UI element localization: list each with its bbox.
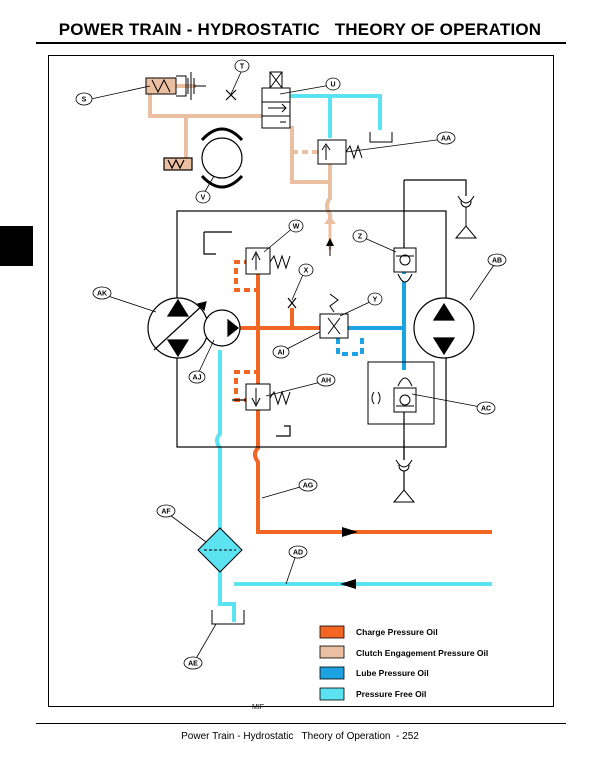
svg-text:AD: AD [293,550,303,557]
page-footer: Power Train - Hydrostatic Theory of Oper… [181,731,419,742]
callout-ae: AE [183,656,203,670]
svg-text:U: U [330,82,335,89]
filter-af [197,527,243,573]
reservoir-ae [211,610,245,625]
callout-ag: AG [298,478,318,492]
callout-u: U [325,77,341,91]
reservoir-aa [369,132,393,143]
check-valve-top-right [454,195,478,239]
callout-ai: AI [272,345,290,359]
callout-ab: AB [487,253,507,267]
svg-text:W: W [293,224,300,231]
svg-text:AB: AB [492,258,502,265]
callout-ah: AH [316,373,336,387]
hydrostatic-motor [413,297,475,359]
svg-text:AC: AC [481,406,491,413]
clutch-engagement-lines [148,84,332,220]
callout-w: W [288,219,304,233]
svg-text:X: X [304,268,309,275]
svg-text:AI: AI [278,350,285,357]
svg-text:S: S [82,97,87,104]
legend: Charge Pressure Oil Clutch Engagement Pr… [319,625,488,701]
callout-ac: AC [476,401,496,415]
svg-text:Z: Z [358,234,363,241]
clutch-cylinder [145,72,206,100]
ac-valve-enclosure [367,361,435,425]
charge-pump [203,309,241,347]
svg-text:AK: AK [97,291,107,298]
svg-text:AG: AG [303,483,314,490]
legend-label-lube: Lube Pressure Oil [356,668,429,678]
callout-x: X [298,263,314,277]
relief-valve-aa [317,139,363,165]
solenoid-valve [261,71,291,129]
callout-aa: AA [436,131,456,145]
lube-pressure-lines [346,272,406,370]
orifice-x [287,297,297,309]
callout-af: AF [156,504,176,518]
clutch-brake [163,127,244,189]
page-title: POWER TRAIN - HYDROSTATIC THEORY OF OPER… [58,20,542,39]
check-valve-bottom-right [392,459,416,503]
diagram-frame [48,55,554,707]
lube-dashed-pilot [336,336,364,356]
legend-label-clutch: Clutch Engagement Pressure Oil [356,648,488,658]
svg-text:V: V [201,195,206,202]
orifice-t [225,89,237,101]
callout-y: Y [367,292,383,306]
svg-text:T: T [240,64,245,71]
footer-rule [36,723,566,724]
variable-pump [147,297,209,359]
callout-v: V [195,190,211,204]
callouts: S T U V W X Y Z AA AB AC AD AE AF AG AH … [75,59,507,670]
svg-text:AF: AF [161,509,171,516]
callout-t: T [234,59,250,73]
svg-text:Y: Y [373,297,378,304]
charge-pressure-lines [240,268,492,534]
legend-label-charge: Charge Pressure Oil [356,627,438,637]
figure-id: MIF [252,704,265,711]
legend-swatch-charge [319,625,345,639]
flow-arrow-return [340,579,356,589]
callout-ak: AK [92,286,112,300]
check-valve-ac [371,377,417,413]
valve-ah [245,383,291,411]
svg-text:AH: AH [321,378,331,385]
legend-swatch-free [319,687,345,701]
check-valve-z [393,247,417,283]
section-tab [0,226,33,266]
flow-arrow-charge [342,527,358,537]
svg-text:AE: AE [188,661,198,668]
svg-text:AJ: AJ [193,375,202,382]
valve-w [245,247,291,275]
svg-text:AA: AA [441,136,451,143]
title-rule [36,42,566,44]
callout-s: S [75,92,93,106]
callout-ad: AD [288,545,308,559]
legend-swatch-clutch [319,645,345,659]
clutch-up-arrowhead [326,238,334,246]
regulator-valve-y [319,293,349,339]
charge-dashed-pilots [234,260,258,402]
legend-swatch-lube [319,666,345,680]
callout-aj: AJ [188,370,206,384]
legend-label-free: Pressure Free Oil [356,689,426,699]
callout-z: Z [352,229,368,243]
